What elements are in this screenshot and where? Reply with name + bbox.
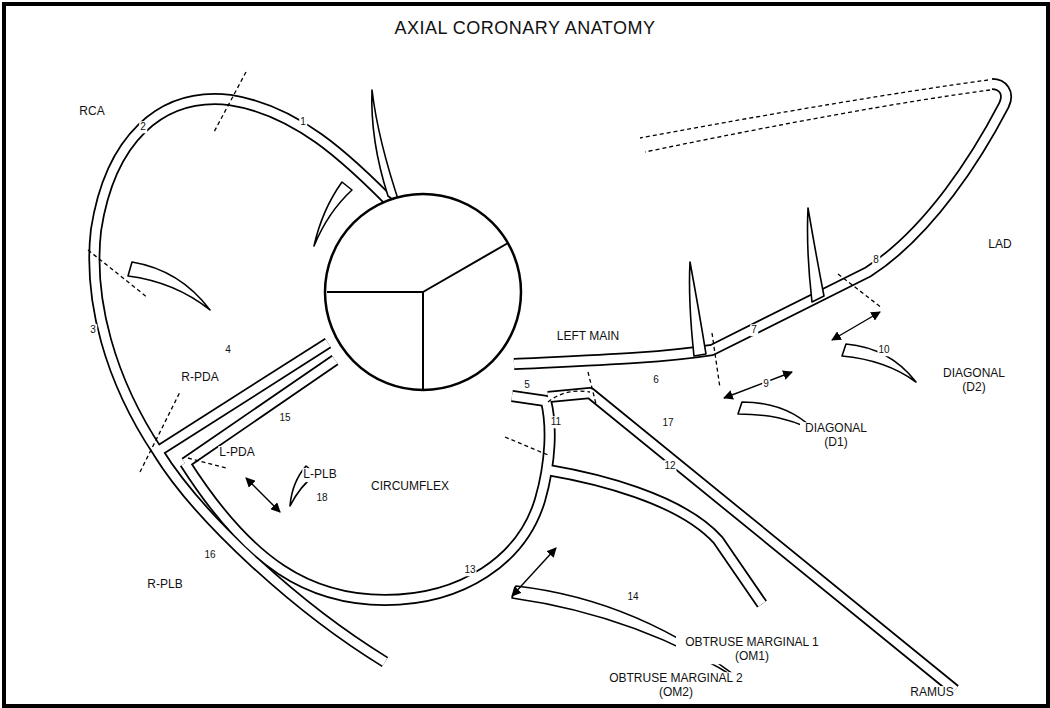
vessel-label: OBTRUSE MARGINAL 2 (OM2) — [590, 672, 762, 700]
callout-number: 11 — [550, 416, 562, 428]
callout-number: 6 — [652, 374, 660, 386]
vessel-label: L-PLB — [302, 468, 337, 482]
vessel-label: RCA — [78, 105, 105, 119]
diagram-title: AXIAL CORONARY ANATOMY — [0, 18, 1050, 39]
callout-number: 14 — [626, 591, 639, 603]
callout-number: 4 — [224, 344, 232, 356]
callout-number: 15 — [278, 412, 291, 424]
callout-number: 8 — [872, 254, 880, 266]
vessel-label: RAMUS — [909, 686, 954, 700]
callout-number: 5 — [523, 379, 531, 391]
callout-number: 18 — [315, 492, 328, 504]
callout-number: 16 — [203, 549, 216, 561]
callout-number: 13 — [463, 564, 476, 576]
callout-number: 10 — [877, 344, 890, 356]
vessel-label: R-PLB — [146, 578, 183, 592]
vessel-label: OBTRUSE MARGINAL 1 (OM1) — [676, 636, 828, 664]
vessel-label: DIAGONAL (D1) — [800, 422, 872, 450]
vessel-label: LAD — [987, 238, 1012, 252]
callout-number: 7 — [750, 324, 758, 336]
callout-number: 17 — [661, 417, 674, 429]
callout-number: 3 — [89, 324, 97, 336]
vessel-label: R-PDA — [180, 371, 219, 385]
vessel-label: CIRCUMFLEX — [370, 480, 450, 494]
callout-number: 9 — [762, 378, 770, 390]
callout-number: 2 — [139, 121, 147, 133]
vessel-label: L-PDA — [218, 446, 255, 460]
vessel-label: LEFT MAIN — [556, 330, 620, 344]
callout-number: 1 — [299, 116, 307, 128]
callout-number: 12 — [663, 460, 676, 472]
vessel-label: DIAGONAL (D2) — [938, 367, 1010, 395]
